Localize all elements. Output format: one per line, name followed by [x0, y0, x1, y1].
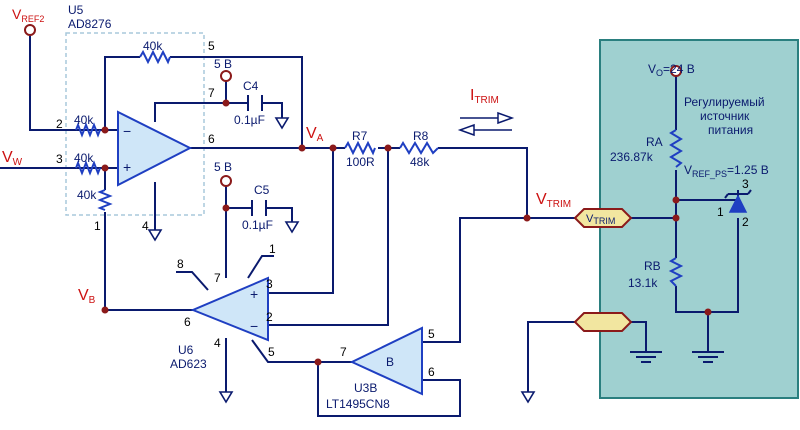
label-r-fb: 40k: [143, 39, 163, 53]
label-5v-u5: 5 В: [214, 57, 232, 71]
u6-pin-8: 8: [177, 257, 184, 271]
u3-part-number: LT1495CN8: [326, 397, 390, 411]
label-rb-val: 13.1k: [628, 276, 658, 290]
terminal-5v-u6: [220, 175, 232, 187]
label-c5-ref: C5: [254, 183, 270, 197]
voltage-reference-diode: [724, 189, 752, 213]
u5-pin-2: 2: [56, 117, 63, 131]
tl-pin-1: 1: [717, 205, 724, 219]
label-r-ref: 40k: [77, 188, 97, 202]
terminal-vo: [670, 65, 682, 77]
ground-connector: [520, 391, 536, 404]
label-vtrim: VTRIM: [536, 191, 571, 210]
u5-minus: −: [123, 123, 131, 139]
label-r7-val: 100R: [346, 155, 375, 169]
junction-dots: [101, 99, 712, 366]
u5-part-number: AD8276: [68, 17, 112, 31]
psu-title-line3: питания: [708, 123, 753, 137]
u3-pin-7: 7: [340, 345, 347, 359]
u6-pin-6: 6: [184, 315, 191, 329]
ground-c4: [274, 117, 290, 130]
ground-u6-pin4: [218, 391, 234, 404]
resistor-input1-40k: [75, 122, 101, 138]
u6-pin-4: 4: [214, 336, 221, 350]
ground-c5: [284, 221, 300, 234]
u6-pin-1: 1: [269, 242, 276, 256]
connector-ground: [573, 312, 633, 332]
ground-u5-pin4: [147, 229, 163, 242]
u3-unit: B: [386, 355, 394, 369]
u6-minus: −: [250, 318, 258, 334]
label-ra-val: 236.87k: [610, 150, 654, 164]
u5-pin-6: 6: [208, 132, 215, 146]
u3-designator: U3B: [354, 381, 377, 395]
u6-pin-5: 5: [268, 345, 275, 359]
instrumentation-amp-u6: [190, 276, 269, 342]
label-c4-ref: C4: [243, 79, 259, 93]
connector-vtrim: [573, 208, 633, 228]
resistor-r8: [399, 141, 439, 155]
label-r8-ref: R8: [413, 129, 429, 143]
u5-plus: +: [123, 159, 131, 175]
u6-designator: U6: [178, 343, 194, 357]
label-vo: VO=24 В: [648, 62, 695, 78]
u6-part-number: AD623: [170, 357, 207, 371]
u5-pin-7: 7: [208, 86, 215, 100]
terminal-5v-u5: [220, 70, 232, 82]
op-amp-u5: [117, 110, 193, 187]
label-r-in1: 40k: [74, 113, 94, 127]
label-vw: VW: [2, 149, 23, 168]
label-c5-val: 0.1µF: [242, 218, 273, 232]
tl-pin-3: 3: [742, 177, 749, 191]
u6-pin-7: 7: [214, 271, 221, 285]
label-vrefps: VREF_PS=1.25 В: [684, 163, 769, 179]
label-vref2: VREF2: [12, 6, 44, 24]
op-amp-u3b: [349, 326, 423, 396]
ground-psu-right: [692, 351, 724, 363]
u6-pin-3: 3: [266, 277, 273, 291]
resistor-rb: [668, 257, 684, 287]
u5-pin-4: 4: [142, 219, 149, 233]
psu-title-line1: Регулируемый: [684, 95, 765, 109]
tl-pin-2: 2: [742, 215, 749, 229]
label-va: VA: [306, 125, 324, 144]
u5-designator: U5: [68, 3, 84, 17]
resistor-input2-40k: [75, 160, 101, 176]
label-vb: VB: [78, 287, 96, 306]
label-r-in2: 40k: [74, 151, 94, 165]
ground-psu-left: [630, 351, 662, 363]
label-r8-val: 48k: [410, 155, 430, 169]
label-5v-u6: 5 В: [214, 160, 232, 174]
label-rb-ref: RB: [644, 259, 661, 273]
u5-pin-3: 3: [56, 152, 63, 166]
u5-pin-5: 5: [208, 39, 215, 53]
connector-vtrim-label: VTRIM: [586, 213, 615, 226]
resistor-ref-40k: [97, 189, 113, 211]
u3-pin-6: 6: [428, 365, 435, 379]
label-r7-ref: R7: [352, 129, 368, 143]
label-itrim: ITRIM: [470, 87, 499, 106]
resistor-r7: [344, 140, 376, 156]
u6-pin-2: 2: [266, 310, 273, 324]
resistor-ra: [669, 129, 683, 168]
capacitor-c4: [247, 95, 263, 111]
capacitor-c5: [251, 200, 267, 216]
u5-pin-1: 1: [94, 219, 101, 233]
label-c4-val: 0.1µF: [234, 113, 265, 127]
u5-package-outline: [65, 32, 205, 216]
resistor-feedback-40k: [139, 49, 171, 65]
label-ra-ref: RA: [646, 135, 663, 149]
u3-pin-5: 5: [428, 327, 435, 341]
psu-title-line2: источник: [700, 109, 750, 123]
itrim-arrows: [457, 111, 515, 137]
u6-plus: +: [250, 286, 258, 302]
terminal-vref2: [24, 24, 36, 36]
